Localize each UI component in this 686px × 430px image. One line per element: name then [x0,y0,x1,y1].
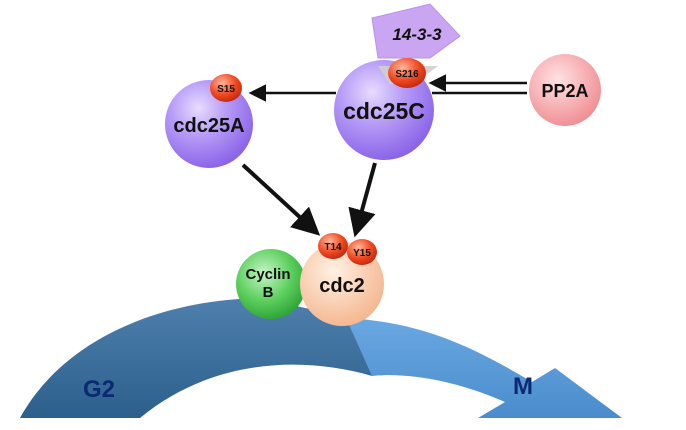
m-arrow-segment [346,318,622,418]
pathway-arrows [241,74,527,238]
t14-site: T14 [318,233,348,259]
m-phase-label: M [513,373,533,400]
arrow-cdc25a-to-cdc2 [241,163,321,236]
cyclin-b-node: Cyclin B [236,249,306,319]
s216-label: S216 [395,69,419,80]
g2-phase-label: G2 [83,376,115,403]
protein-14-3-3-label: 14-3-3 [392,25,442,44]
cell-cycle-arrow [20,298,622,418]
y15-site: Y15 [347,239,377,265]
cyclin-b-label-line2: B [263,284,274,301]
t14-label: T14 [324,242,342,253]
g2-arrow-segment [20,298,372,418]
s216-site: S216 [388,58,426,88]
cdc25a-label: cdc25A [173,115,244,137]
pp2a-node: PP2A [529,54,601,126]
y15-label: Y15 [353,248,371,259]
s15-label: S15 [217,84,235,95]
cyclin-b-label-line1: Cyclin [245,266,290,283]
protein-14-3-3-node: 14-3-3 [371,3,461,59]
arrow-cdc25c-to-cdc2 [348,162,377,238]
s15-site: S15 [210,74,242,102]
pp2a-label: PP2A [541,81,588,101]
cdc25a-node: cdc25A [165,80,253,168]
cdc25c-label: cdc25C [343,98,425,124]
cdc2-label: cdc2 [319,275,365,297]
